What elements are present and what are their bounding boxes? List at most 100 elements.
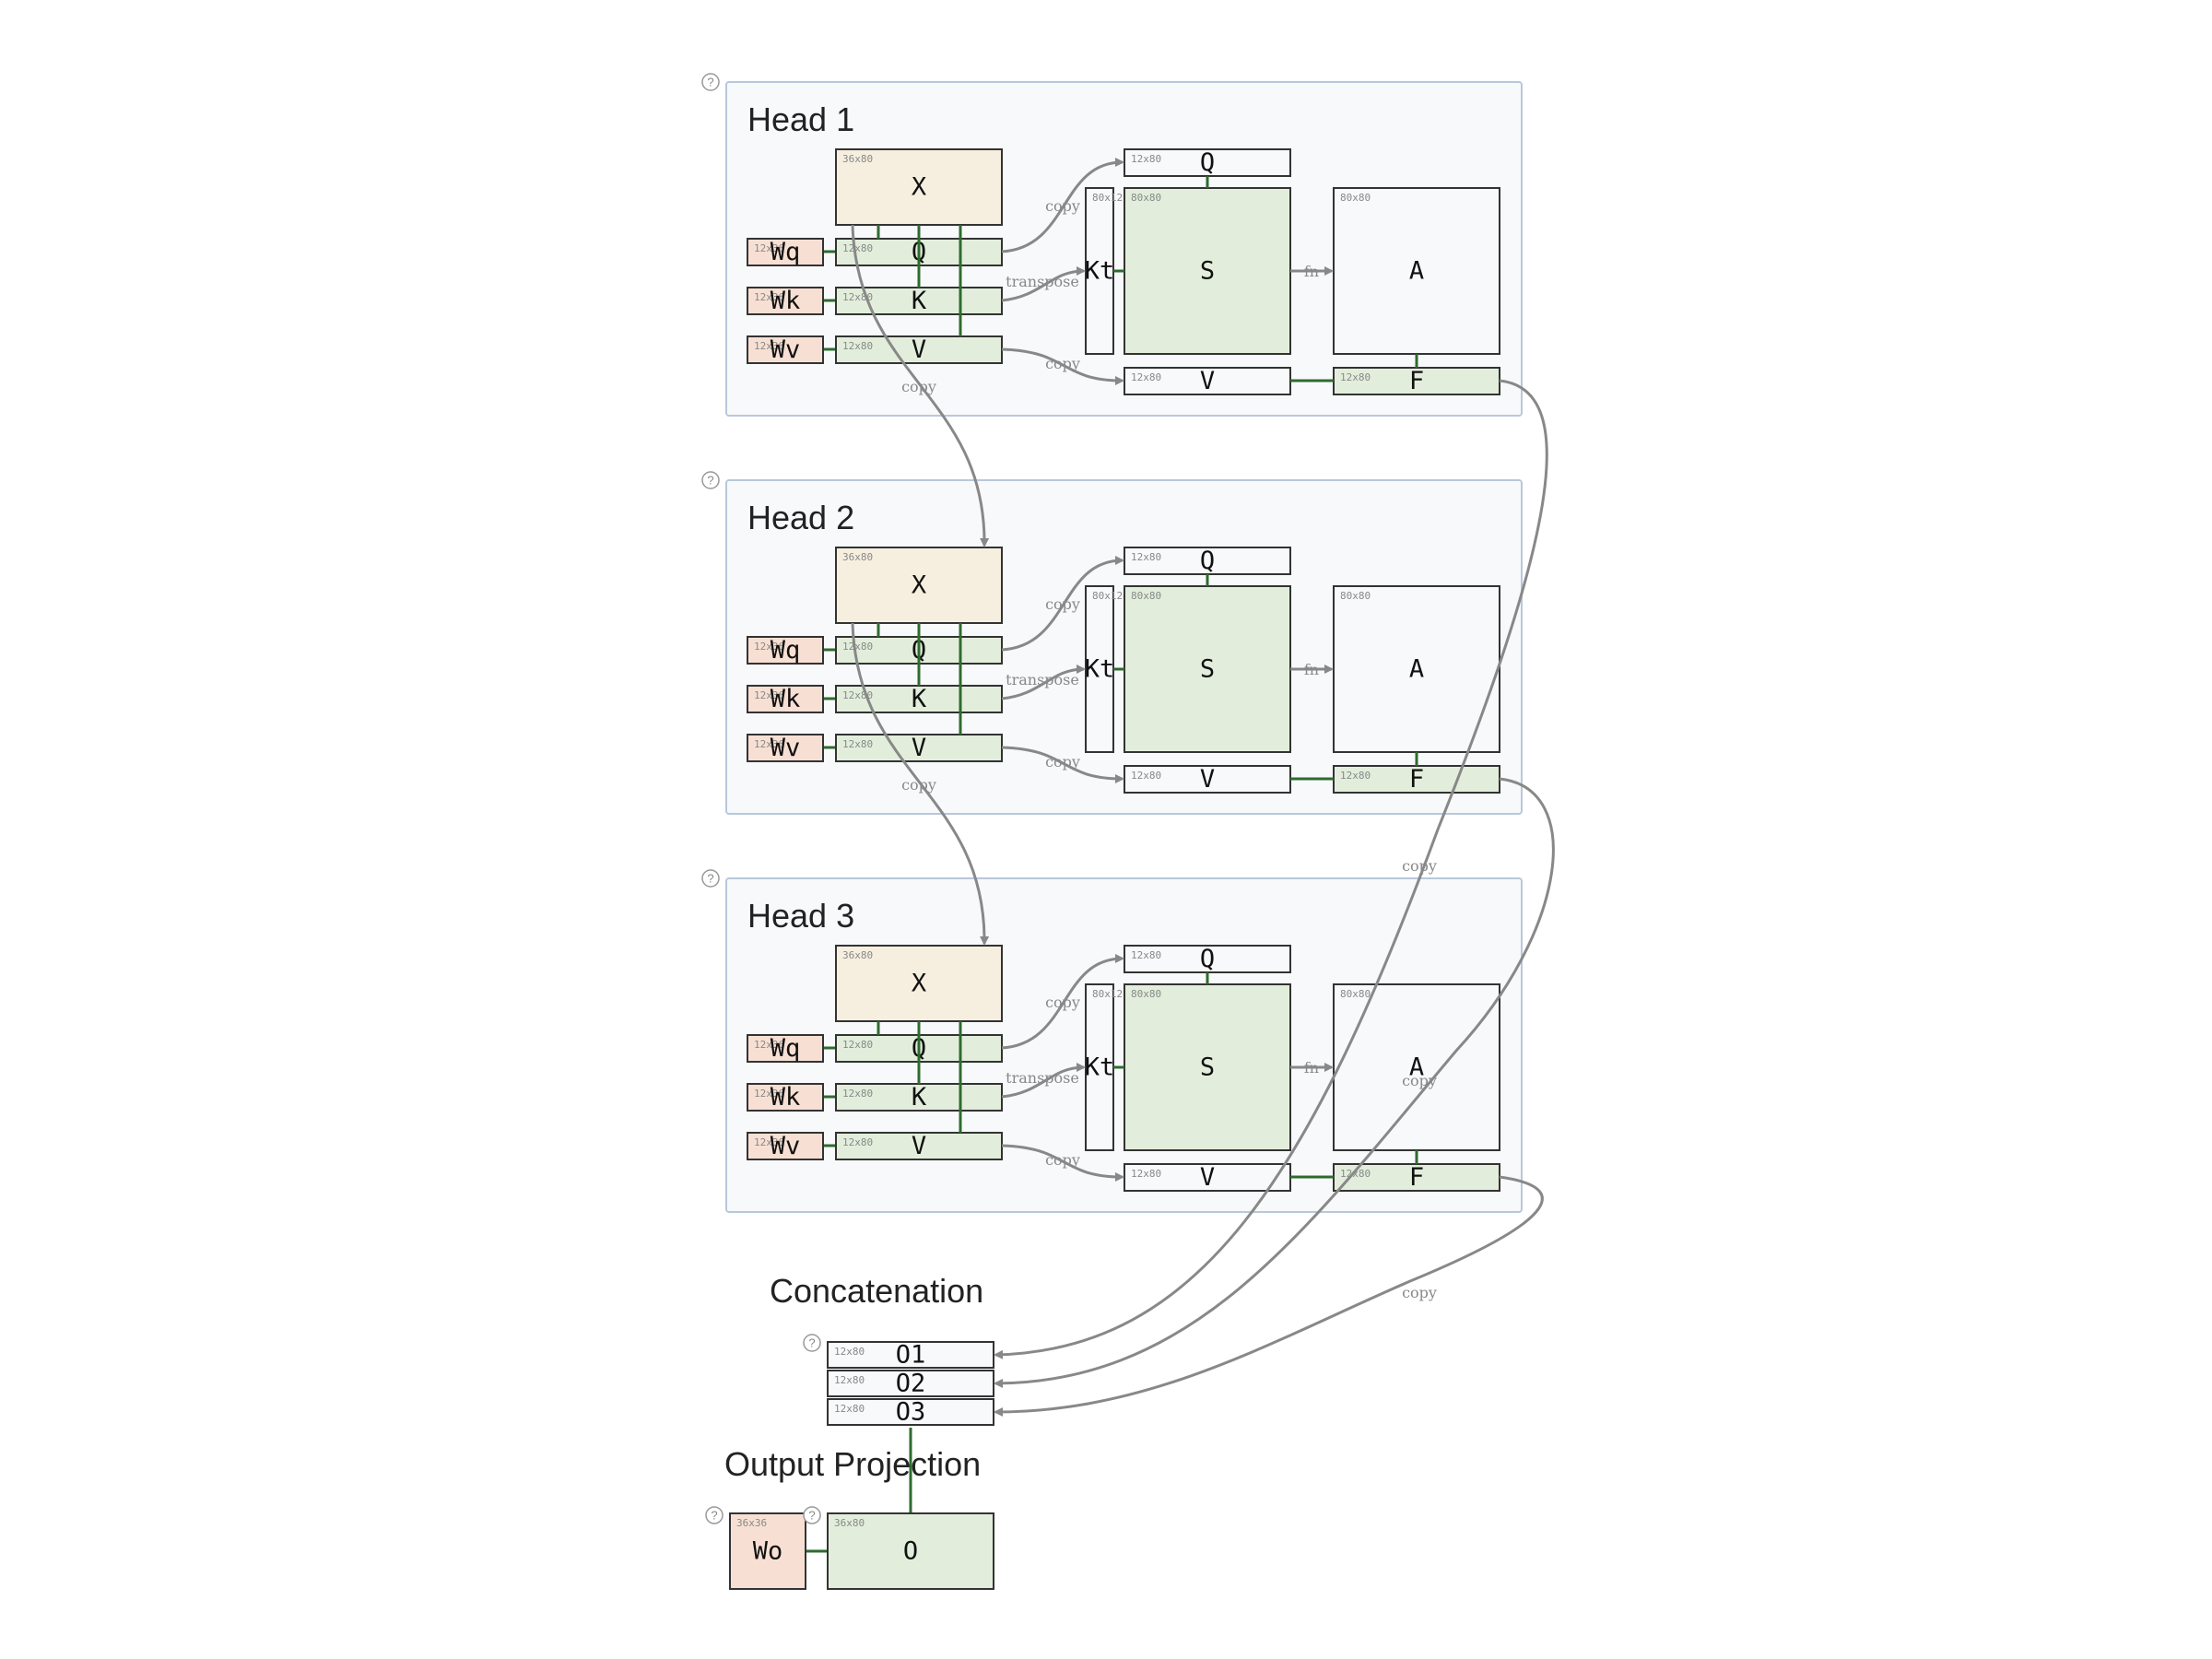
k-transpose-label: transpose [1006,671,1079,688]
Wq-dim-label: 12x36 [754,1039,784,1051]
concat-O1-dim-label: 12x80 [834,1346,865,1358]
S-name-label: S [1200,655,1215,684]
s-to-a-fn-label: fn [1304,661,1319,678]
Wk-dim-label: 12x36 [754,1088,784,1100]
output-projection-title: Output Projection [724,1445,981,1483]
head-help-icon[interactable]: ? [701,471,720,489]
Vc-dim-label: 12x80 [1131,371,1161,383]
concat-O3-dim-label: 12x80 [834,1403,865,1415]
f3-copy-label: copy [1402,1284,1437,1301]
F-name-label: F [1409,765,1424,794]
A-matrix-box [1333,187,1500,355]
concat-O2-dim-label: 12x80 [834,1374,865,1386]
o-help-icon-circle [803,1506,821,1524]
head-help-icon-circle [701,471,720,489]
Wv-name-label: Wv [771,1132,801,1160]
X-dim-label: 36x80 [842,551,873,563]
head-title: Head 1 [747,100,854,138]
Wk-name-label: Wk [771,287,801,315]
Wq-matrix-box [747,1034,824,1063]
head-help-icon[interactable]: ? [701,869,720,888]
A-name-label: A [1409,1053,1424,1082]
Kt-dim-label: 80x12 [1092,192,1123,204]
Kt-name-label: Kt [1085,257,1115,286]
v-copy-arrow [1001,347,1124,385]
concatenation-help-icon-circle [803,1334,821,1352]
V-dim-label: 12x80 [842,340,873,352]
wo-help-icon[interactable]: ? [705,1506,724,1524]
concat-O3-matrix-box [827,1398,994,1426]
f1-to-o1-copy-arrow [994,379,1548,1359]
A-dim-label: 80x80 [1340,988,1371,1000]
Wq-name-label: Wq [771,636,801,665]
F-name-label: F [1409,367,1424,395]
S-dim-label: 80x80 [1131,988,1161,1000]
Vc-name-label: V [1200,367,1215,395]
o-help-icon[interactable]: ? [803,1506,821,1524]
F-matrix-box [1333,367,1500,395]
S-matrix-box [1124,187,1291,355]
head-help-icon[interactable]: ? [701,73,720,91]
V-matrix-box [835,335,1003,364]
Wk-matrix-box [747,685,824,713]
X-dim-label: 36x80 [842,153,873,165]
concat-O3-name-label: O3 [896,1398,926,1427]
Kt-dim-label: 80x12 [1092,590,1123,602]
wo-help-icon-circle [705,1506,724,1524]
concat-O3-matrix[interactable]: 12x80 O3 [827,1398,994,1427]
f3-to-o3-copy-arrow [994,1175,1544,1417]
concatenation-help-icon[interactable]: ? [803,1334,821,1352]
v-copy-arrow [1001,1144,1124,1182]
A-dim-label: 80x80 [1340,590,1371,602]
X-name-label: X [912,173,926,202]
x-copy-arrow-head-2-to-3 [851,622,990,946]
q-copy-arrow [1001,954,1124,1050]
A-name-label: A [1409,257,1424,286]
f2-copy-label: copy [1402,1072,1437,1089]
Kt-name-label: Kt [1085,655,1115,684]
X-name-label: X [912,571,926,600]
Qc-dim-label: 12x80 [1131,551,1161,563]
S-matrix-box [1124,585,1291,753]
A-matrix-box [1333,983,1500,1151]
F-name-label: F [1409,1163,1424,1192]
Vc-matrix[interactable]: 12x80 V [1124,367,1291,395]
